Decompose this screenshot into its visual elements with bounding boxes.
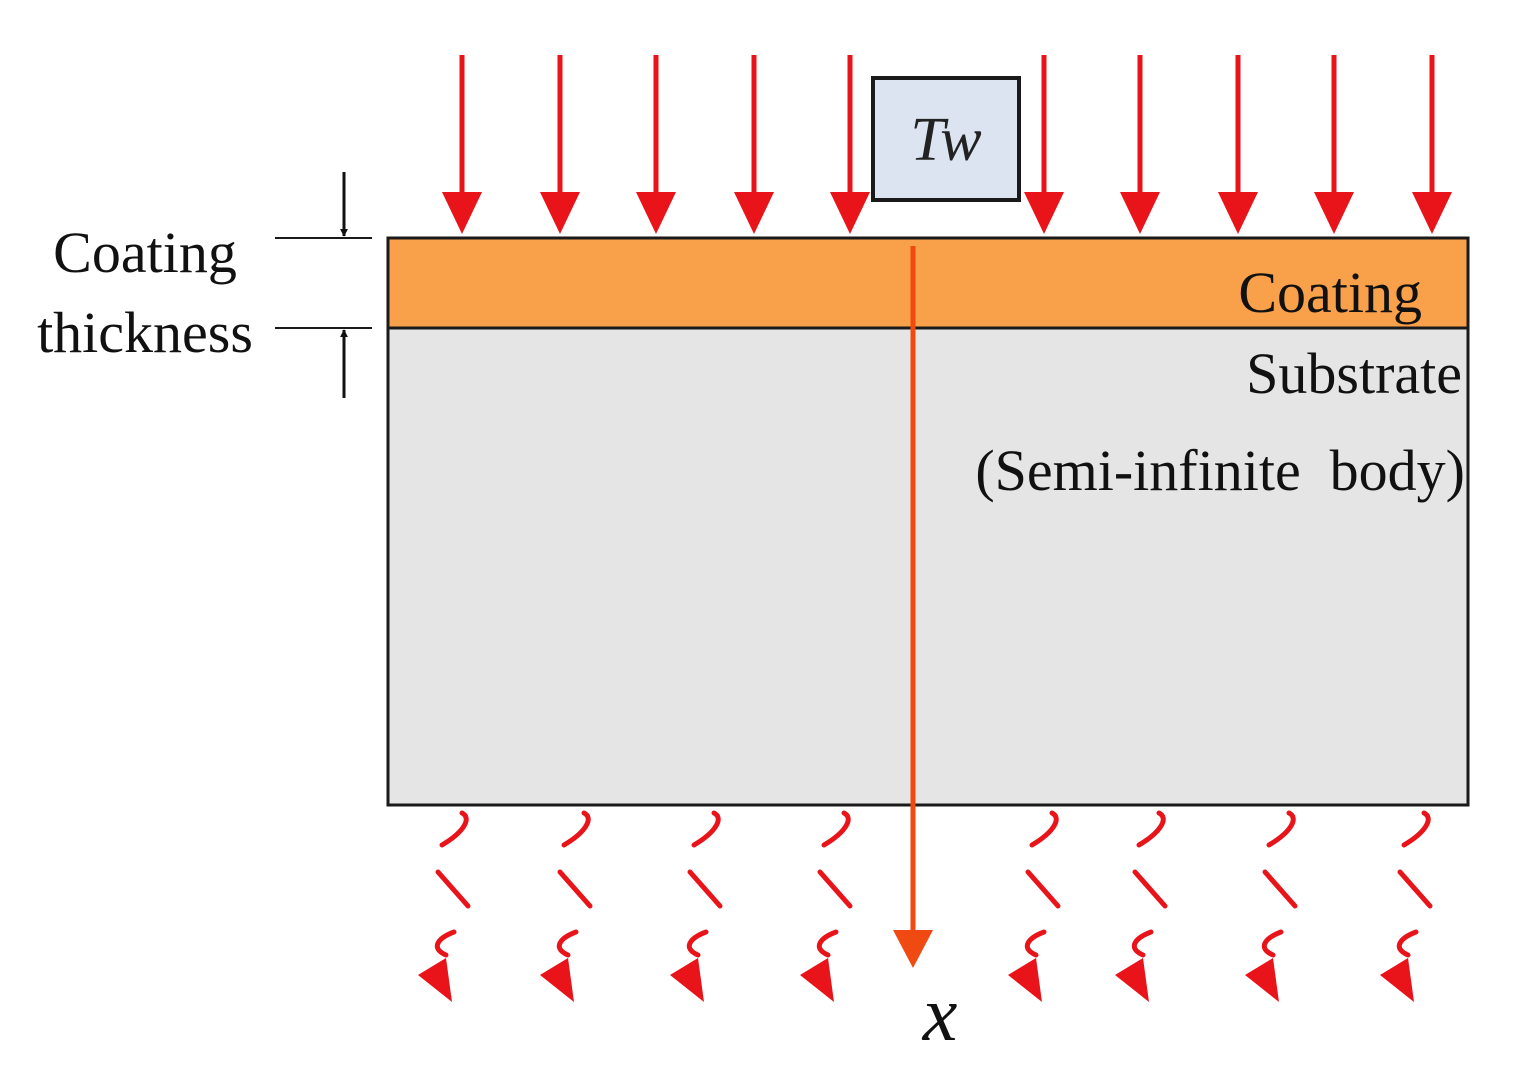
substrate-block: [386, 326, 1470, 807]
wavy-arrow-segment: [1396, 929, 1419, 958]
thickness-label-line2: thickness: [37, 300, 253, 365]
down-arrow-head: [1314, 192, 1354, 234]
wavy-arrow-head: [1380, 958, 1414, 1002]
substrate-label: Substrate: [1246, 341, 1462, 406]
thickness-label-line1: Coating: [53, 220, 237, 285]
wavy-arrow-segment: [817, 869, 853, 909]
wavy-arrow-segment: [1132, 869, 1168, 909]
wavy-arrow-head: [1115, 958, 1149, 1002]
incoming-heat-arrow: [830, 55, 870, 234]
wavy-arrow-head: [800, 958, 834, 1002]
down-arrow-head: [442, 192, 482, 234]
down-arrow-head: [540, 192, 580, 234]
wavy-arrow-segment: [556, 929, 579, 958]
incoming-heat-arrow: [442, 55, 482, 234]
incoming-heat-arrow: [1412, 55, 1452, 234]
wavy-arrow-icon: [1008, 810, 1061, 1002]
incoming-heat-arrow: [1218, 55, 1258, 234]
wavy-arrow-segment: [1401, 810, 1431, 848]
down-arrow-head: [1024, 192, 1064, 234]
wavy-arrow-icon: [800, 810, 853, 1002]
wavy-arrow-segment: [686, 929, 709, 958]
incoming-heat-arrow: [734, 55, 774, 234]
down-arrow-head: [636, 192, 676, 234]
wavy-arrow-icon: [540, 810, 593, 1002]
wavy-arrow-head: [670, 958, 704, 1002]
x-axis-arrowhead: [893, 930, 933, 968]
wavy-arrow-icon: [418, 810, 471, 1002]
down-arrow-head: [1120, 192, 1160, 234]
wavy-arrow-head: [1008, 958, 1042, 1002]
tw-label: Tw: [910, 106, 981, 174]
wavy-arrow-segment: [435, 869, 471, 909]
wavy-arrow-segment: [439, 810, 469, 848]
incoming-heat-arrow: [1314, 55, 1354, 234]
semi-infinite-label: (Semi-infinite body): [975, 438, 1465, 503]
wavy-arrow-segment: [1029, 810, 1059, 848]
incoming-heat-arrow: [1120, 55, 1160, 234]
wavy-arrow-segment: [557, 869, 593, 909]
wavy-arrow-icon: [670, 810, 723, 1002]
x-axis-label: x: [922, 970, 958, 1057]
wavy-arrow-head: [1245, 958, 1279, 1002]
wavy-arrow-segment: [1025, 869, 1061, 909]
wavy-arrow-segment: [1131, 929, 1154, 958]
outgoing-heat-arrows: [418, 810, 1433, 1002]
incoming-heat-arrow: [540, 55, 580, 234]
wavy-arrow-segment: [1261, 929, 1284, 958]
incoming-heat-arrows: [442, 55, 1452, 234]
wavy-arrow-segment: [691, 810, 721, 848]
wavy-arrow-segment: [561, 810, 591, 848]
down-arrow-head: [1218, 192, 1258, 234]
tw-box: [871, 76, 1021, 202]
wavy-arrow-head: [540, 958, 574, 1002]
wavy-arrow-head: [418, 958, 452, 1002]
coating-label: Coating: [1238, 260, 1422, 325]
wavy-arrow-segment: [1024, 929, 1047, 958]
wavy-arrow-segment: [1136, 810, 1166, 848]
wavy-arrow-segment: [816, 929, 839, 958]
down-arrow-head: [1412, 192, 1452, 234]
wavy-arrow-icon: [1115, 810, 1168, 1002]
wavy-arrow-segment: [687, 869, 723, 909]
wavy-arrow-segment: [1266, 810, 1296, 848]
down-arrow-head: [830, 192, 870, 234]
wavy-arrow-segment: [1262, 869, 1298, 909]
incoming-heat-arrow: [636, 55, 676, 234]
coating-layer: [386, 236, 1470, 330]
down-arrow-head: [734, 192, 774, 234]
wavy-arrow-icon: [1245, 810, 1298, 1002]
incoming-heat-arrow: [1024, 55, 1064, 234]
wavy-arrow-segment: [434, 929, 457, 958]
wavy-arrow-segment: [821, 810, 851, 848]
wavy-arrow-segment: [1397, 869, 1433, 909]
wavy-arrow-icon: [1380, 810, 1433, 1002]
